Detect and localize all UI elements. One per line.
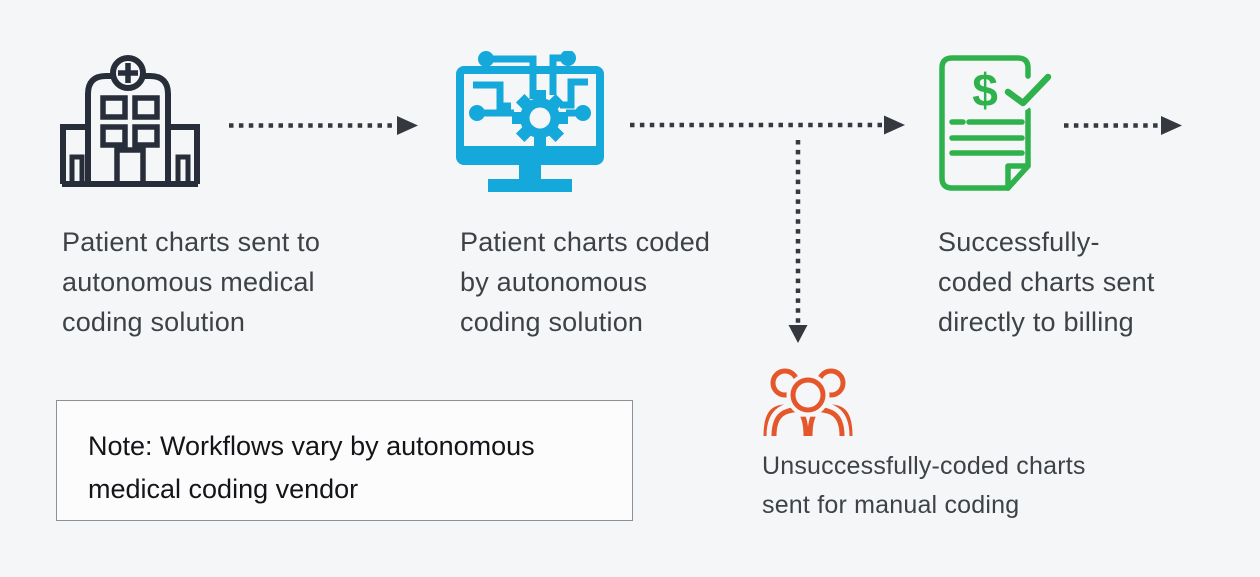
step2-label-line1: Patient charts coded (460, 227, 711, 257)
step4-label-line1: Unsuccessfully-coded charts (762, 452, 1086, 480)
step4-label: Unsuccessfully-coded charts sent for man… (762, 447, 1162, 525)
step2-label-line2: by autonomous (460, 267, 648, 297)
step3-label-line1: Successfully- (938, 227, 1100, 257)
step1-label: Patient charts sent to autonomous medica… (62, 222, 392, 342)
people-group-icon (758, 364, 858, 438)
arrow-hospital-to-coding (229, 116, 418, 135)
step3-label-line3: directly to billing (938, 307, 1134, 337)
step2-label: Patient charts coded by autonomous codin… (460, 222, 790, 342)
step3-label-line2: coded charts sent (938, 267, 1155, 297)
step2-label-line3: coding solution (460, 307, 644, 337)
note-text-line1: Note: Workflows vary by autonomous (88, 431, 535, 461)
arrow-coding-to-billing-and-manual (630, 115, 905, 343)
monitor-circuit-gear-icon (456, 51, 604, 193)
step1-label-line1: Patient charts sent to (62, 227, 321, 257)
billing-document-check-icon: $ (938, 52, 1053, 192)
step3-label: Successfully- coded charts sent directly… (938, 222, 1238, 342)
step4-label-line2: sent for manual coding (762, 491, 1020, 519)
arrow-billing-out (1064, 116, 1182, 135)
note-text-line2: medical coding vendor (88, 474, 359, 504)
note-box: Note: Workflows vary by autonomous medic… (56, 400, 633, 521)
note-text: Note: Workflows vary by autonomous medic… (57, 401, 632, 511)
step1-label-line3: coding solution (62, 307, 246, 337)
hospital-building-icon (60, 55, 200, 187)
svg-text:$: $ (972, 64, 998, 116)
step1-label-line2: autonomous medical (62, 267, 315, 297)
